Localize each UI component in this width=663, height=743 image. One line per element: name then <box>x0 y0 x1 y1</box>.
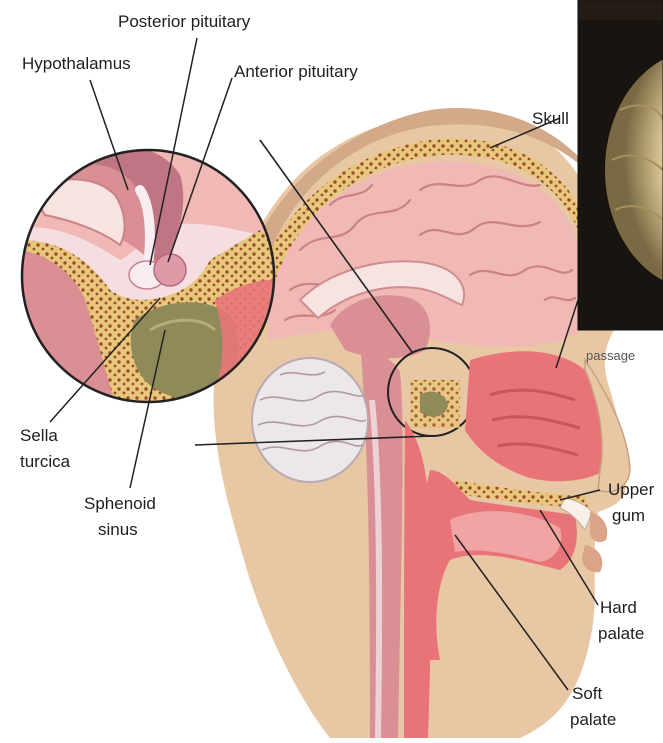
label-sella-line2: turcica <box>20 452 70 472</box>
label-sella-line1: Sella <box>20 426 58 446</box>
label-soft-palate-line2: palate <box>570 710 616 730</box>
label-hypothalamus: Hypothalamus <box>22 54 131 74</box>
anterior-pituitary-gland <box>154 254 186 286</box>
label-hard-palate-line2: palate <box>598 624 644 644</box>
label-sphenoid-line1: Sphenoid <box>84 494 156 514</box>
label-cropped: passage <box>586 346 635 366</box>
label-soft-palate-line1: Soft <box>572 684 602 704</box>
brain-photo <box>578 0 663 330</box>
label-hard-palate-line1: Hard <box>600 598 637 618</box>
label-upper-gum-line2: gum <box>612 506 645 526</box>
label-anterior-pituitary: Anterior pituitary <box>234 62 358 82</box>
label-skull: Skull <box>532 109 569 129</box>
label-sphenoid-line2: sinus <box>98 520 138 540</box>
label-upper-gum-line1: Upper <box>608 480 654 500</box>
label-posterior-pituitary: Posterior pituitary <box>118 12 250 32</box>
cerebellum <box>252 358 368 482</box>
